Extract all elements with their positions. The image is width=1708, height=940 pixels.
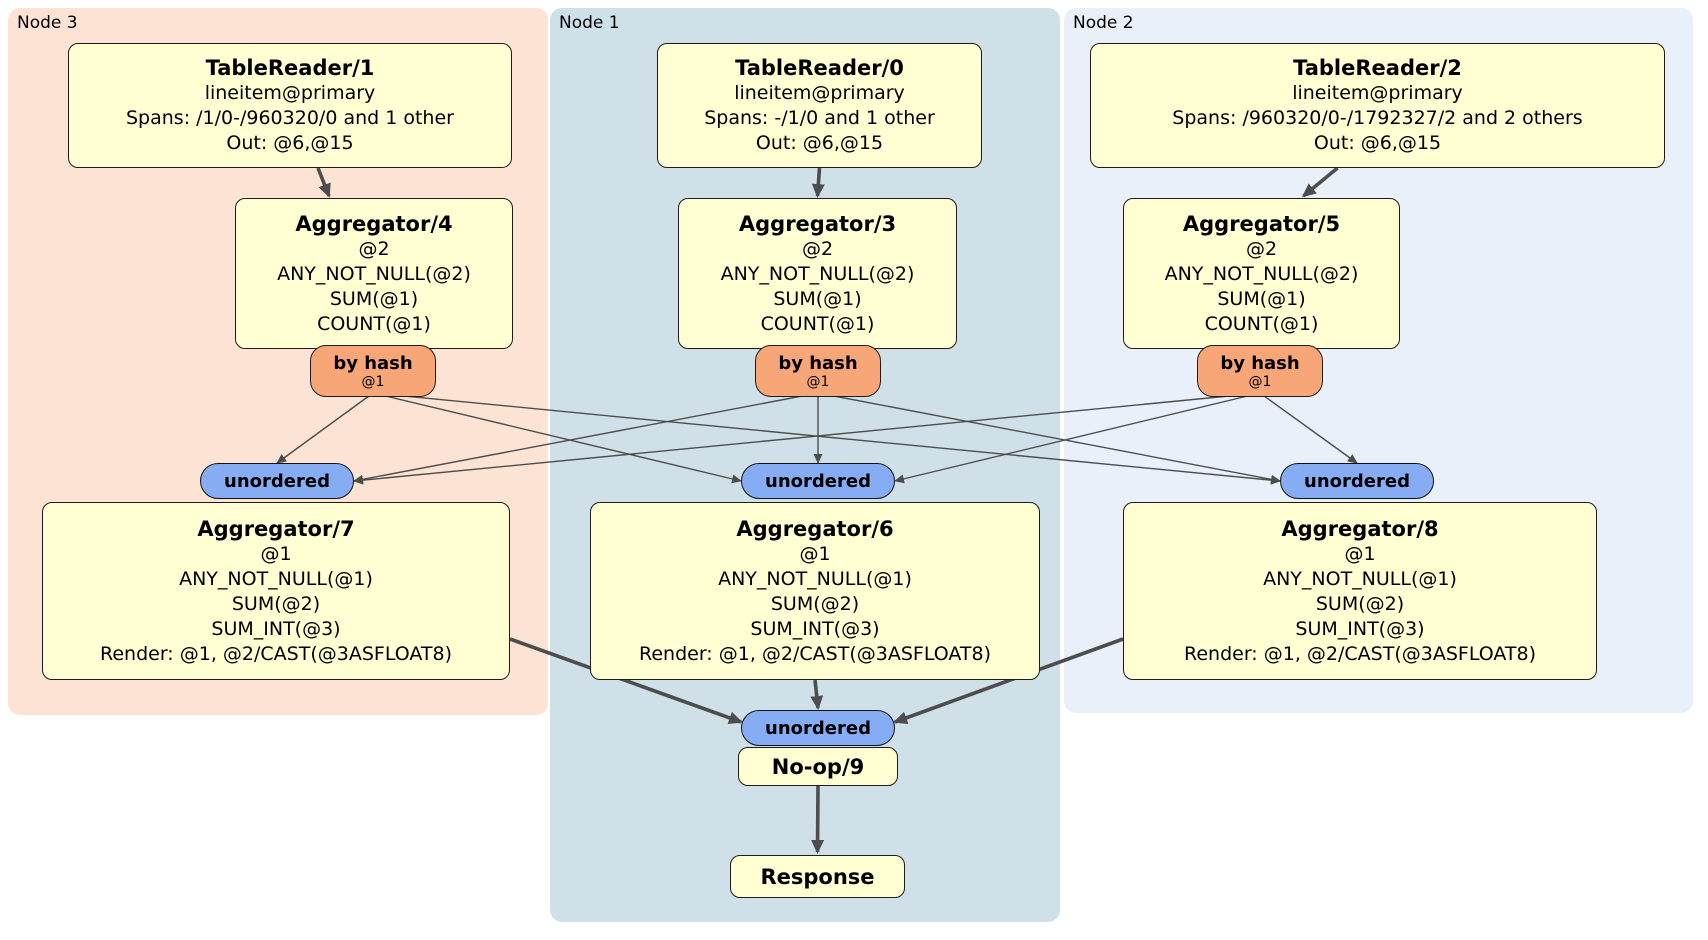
router-label: by hash [333, 352, 413, 374]
processor-title: Aggregator/8 [1281, 516, 1439, 541]
group-node3-label: Node 3 [17, 13, 78, 33]
processor-line: SUM_INT(@3) [750, 617, 880, 640]
processor-line: ANY_NOT_NULL(@1) [1263, 567, 1457, 590]
box-tr1: TableReader/1 lineitem@primary Spans: /1… [68, 43, 512, 168]
processor-line: lineitem@primary [204, 82, 376, 104]
processor-line: Render: @1, @2/CAST(@3ASFLOAT8) [1184, 642, 1536, 665]
processor-title: Response [760, 864, 875, 889]
badge-router-left: by hash @1 [310, 345, 436, 397]
processor-line: ANY_NOT_NULL(@1) [179, 567, 373, 590]
processor-line: SUM(@1) [773, 287, 862, 310]
box-tr0: TableReader/0 lineitem@primary Spans: -/… [657, 43, 982, 168]
processor-line: Spans: /1/0-/960320/0 and 1 other [126, 107, 454, 129]
processor-line: @2 [1245, 237, 1278, 260]
box-agg3: Aggregator/3 @2 ANY_NOT_NULL(@2) SUM(@1)… [678, 198, 957, 349]
processor-title: TableReader/2 [1293, 56, 1462, 80]
processor-line: SUM_INT(@3) [211, 617, 341, 640]
box-agg5: Aggregator/5 @2 ANY_NOT_NULL(@2) SUM(@1)… [1123, 198, 1400, 349]
processor-line: @2 [358, 237, 390, 260]
box-agg4: Aggregator/4 @2 ANY_NOT_NULL(@2) SUM(@1)… [235, 198, 513, 349]
box-noop9: No-op/9 [738, 747, 898, 786]
processor-line: COUNT(@1) [760, 312, 875, 335]
processor-title: Aggregator/3 [738, 211, 897, 236]
processor-line: ANY_NOT_NULL(@2) [720, 262, 915, 285]
processor-line: Spans: -/1/0 and 1 other [704, 107, 935, 129]
processor-line: SUM_INT(@3) [1295, 617, 1425, 640]
processor-line: COUNT(@1) [317, 312, 431, 335]
processor-title: No-op/9 [771, 754, 865, 779]
processor-title: Aggregator/6 [736, 516, 894, 541]
processor-title: Aggregator/5 [1182, 211, 1341, 236]
badge-router-right: by hash @1 [1197, 345, 1323, 397]
processor-line: SUM(@2) [231, 592, 321, 615]
processor-line: Out: @6,@15 [755, 132, 884, 154]
processor-line: Out: @6,@15 [1313, 132, 1442, 154]
processor-line: ANY_NOT_NULL(@2) [277, 262, 471, 285]
processor-line: lineitem@primary [734, 82, 905, 104]
processor-line: Render: @1, @2/CAST(@3ASFLOAT8) [639, 642, 991, 665]
processor-title: Aggregator/7 [197, 516, 355, 541]
box-agg6: Aggregator/6 @1 ANY_NOT_NULL(@1) SUM(@2)… [590, 502, 1040, 680]
badge-router-mid: by hash @1 [755, 345, 881, 397]
group-node1-label: Node 1 [559, 13, 620, 33]
router-detail: @1 [361, 373, 385, 390]
processor-line: COUNT(@1) [1204, 312, 1319, 335]
processor-line: SUM(@2) [1315, 592, 1405, 615]
processor-line: SUM(@1) [1217, 287, 1306, 310]
badge-stream-mid: unordered [741, 463, 895, 499]
processor-line: @1 [260, 542, 292, 565]
badge-stream-right: unordered [1280, 463, 1434, 499]
processor-line: @2 [801, 237, 834, 260]
processor-line: Render: @1, @2/CAST(@3ASFLOAT8) [100, 642, 452, 665]
processor-line: SUM(@2) [770, 592, 860, 615]
processor-line: ANY_NOT_NULL(@1) [718, 567, 912, 590]
router-label: by hash [1220, 352, 1300, 374]
processor-line: ANY_NOT_NULL(@2) [1164, 262, 1359, 285]
router-label: by hash [778, 352, 858, 374]
processor-line: SUM(@1) [329, 287, 419, 310]
processor-title: Aggregator/4 [295, 211, 453, 236]
processor-line: @1 [1344, 542, 1376, 565]
box-response: Response [730, 855, 905, 898]
processor-title: TableReader/1 [205, 56, 375, 80]
router-detail: @1 [806, 373, 830, 390]
processor-line: @1 [799, 542, 831, 565]
processor-line: Spans: /960320/0-/1792327/2 and 2 others [1172, 107, 1583, 129]
badge-stream-final: unordered [741, 710, 895, 746]
box-agg8: Aggregator/8 @1 ANY_NOT_NULL(@1) SUM(@2)… [1123, 502, 1597, 680]
router-detail: @1 [1248, 373, 1272, 390]
processor-line: Out: @6,@15 [226, 132, 354, 154]
box-agg7: Aggregator/7 @1 ANY_NOT_NULL(@1) SUM(@2)… [42, 502, 510, 680]
group-node2-label: Node 2 [1073, 13, 1134, 33]
box-tr2: TableReader/2 lineitem@primary Spans: /9… [1090, 43, 1665, 168]
badge-stream-left: unordered [200, 463, 354, 499]
processor-line: lineitem@primary [1292, 82, 1463, 104]
processor-title: TableReader/0 [735, 56, 904, 80]
